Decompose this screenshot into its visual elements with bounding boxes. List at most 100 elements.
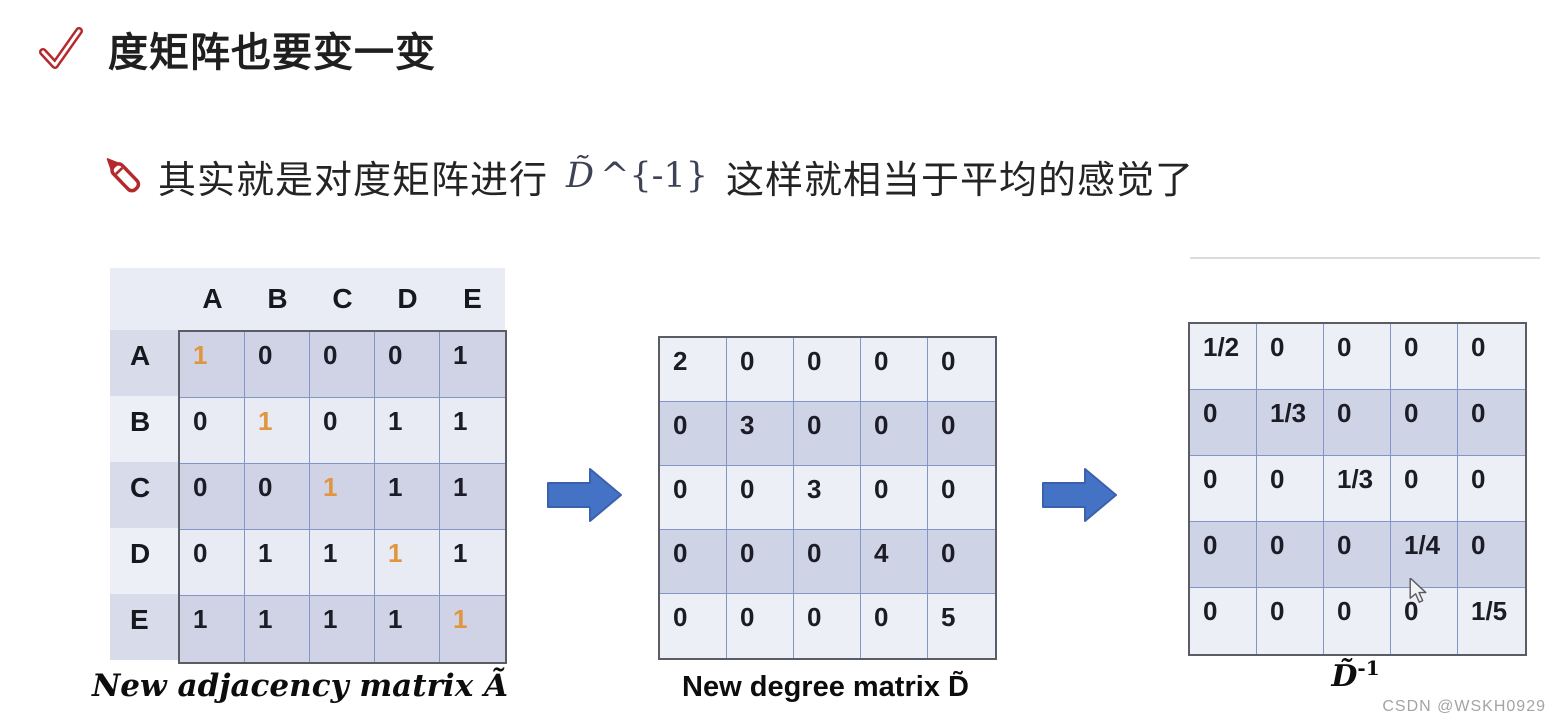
row-header: A xyxy=(110,330,178,396)
matrix-cell: 1 xyxy=(440,530,505,596)
matrix-cell: 1 xyxy=(310,596,375,662)
matrix-cell: 1/2 xyxy=(1190,324,1257,390)
inverse-caption-base: D̃ xyxy=(1331,659,1358,694)
matrix-cell: 1 xyxy=(180,596,245,662)
matrix-cell: 0 xyxy=(1391,456,1458,522)
matrix-cell: 1 xyxy=(245,596,310,662)
matrix-cell: 1 xyxy=(310,530,375,596)
matrix-cell: 0 xyxy=(660,402,727,466)
matrix-cell: 0 xyxy=(794,402,861,466)
matrix-cell: 0 xyxy=(1190,588,1257,654)
matrix-cell: 1 xyxy=(440,464,505,530)
matrix-cell: 5 xyxy=(928,594,995,658)
matrix-cell: 0 xyxy=(928,402,995,466)
matrix-cell: 0 xyxy=(1391,324,1458,390)
column-header: D xyxy=(397,283,418,314)
inverse-degree-caption: D̃-1 xyxy=(1188,656,1523,694)
formula-d-tilde: D̃ xyxy=(566,156,595,196)
matrix-cell: 0 xyxy=(375,332,440,398)
matrix-cell: 1 xyxy=(440,398,505,464)
matrix-cell: 1 xyxy=(310,464,375,530)
matrix-cell: 0 xyxy=(727,338,794,402)
matrix-cell: 1/5 xyxy=(1458,588,1525,654)
matrix-cell: 0 xyxy=(1458,522,1525,588)
adjacency-caption: New adjacency matrix Ã xyxy=(91,668,509,704)
matrix-cell: 4 xyxy=(861,530,928,594)
matrix-cell: 0 xyxy=(660,530,727,594)
checkmark-icon xyxy=(39,27,83,69)
matrix-cell: 0 xyxy=(1324,390,1391,456)
matrix-cell: 0 xyxy=(794,530,861,594)
matrix-cell: 1/3 xyxy=(1324,456,1391,522)
matrix-cell: 0 xyxy=(310,398,375,464)
matrix-cell: 1 xyxy=(375,530,440,596)
row-header: E xyxy=(110,594,178,660)
matrix-cell: 0 xyxy=(861,402,928,466)
matrix-cell: 0 xyxy=(660,466,727,530)
matrix-cell: 3 xyxy=(727,402,794,466)
matrix-cell: 0 xyxy=(861,466,928,530)
matrix-cell: 1 xyxy=(180,332,245,398)
matrix-cell: 1 xyxy=(375,596,440,662)
mouse-cursor-icon xyxy=(1409,578,1427,603)
matrix-cell: 0 xyxy=(1324,522,1391,588)
adjacency-column-headers: A B C D E xyxy=(110,268,505,330)
matrix-cell: 0 xyxy=(727,466,794,530)
page-title: 度矩阵也要变一变 xyxy=(108,31,436,75)
matrix-cell: 0 xyxy=(660,594,727,658)
matrix-cell: 1 xyxy=(375,464,440,530)
matrix-cell: 0 xyxy=(310,332,375,398)
matrix-cell: 1 xyxy=(440,596,505,662)
matrix-cell: 0 xyxy=(245,464,310,530)
matrix-cell: 0 xyxy=(794,338,861,402)
matrix-cell: 1/4 xyxy=(1391,522,1458,588)
matrix-cell: 2 xyxy=(660,338,727,402)
matrix-cell: 0 xyxy=(1391,588,1458,654)
matrix-cell: 0 xyxy=(1324,324,1391,390)
column-header: C xyxy=(332,283,353,314)
matrix-cell: 0 xyxy=(1324,588,1391,654)
inverse-caption-exponent: -1 xyxy=(1357,656,1380,680)
matrix-cell: 0 xyxy=(180,530,245,596)
corner-cell xyxy=(110,268,180,330)
matrix-cell: 0 xyxy=(1458,390,1525,456)
subtitle-prefix: 其实就是对度矩阵进行 xyxy=(158,159,549,202)
matrix-cell: 0 xyxy=(1257,588,1324,654)
row-header: D xyxy=(110,528,178,594)
matrix-cell: 0 xyxy=(861,594,928,658)
subtitle-suffix: 这样就相当于平均的感觉了 xyxy=(726,159,1195,202)
matrix-cell: 1 xyxy=(375,398,440,464)
column-header: A xyxy=(202,283,223,314)
matrix-cell: 0 xyxy=(1458,324,1525,390)
matrix-cell: 1 xyxy=(440,332,505,398)
matrix-cell: 3 xyxy=(794,466,861,530)
matrix-cell: 0 xyxy=(928,530,995,594)
watermark: CSDN @WSKH0929 xyxy=(1382,698,1546,715)
row-header: B xyxy=(110,396,178,462)
matrix-cell: 0 xyxy=(1257,456,1324,522)
matrix-cell: 0 xyxy=(727,530,794,594)
matrix-cell: 1/3 xyxy=(1257,390,1324,456)
matrix-cell: 0 xyxy=(1190,390,1257,456)
matrix-cell: 0 xyxy=(727,594,794,658)
column-header: E xyxy=(463,283,482,314)
matrix-cell: 0 xyxy=(1190,522,1257,588)
transform-arrow-2 xyxy=(1042,468,1117,522)
transform-arrow-1 xyxy=(547,468,622,522)
subtitle-row: 其实就是对度矩阵进行 D̃ ^{-1} 这样就相当于平均的感觉了 xyxy=(96,146,1194,206)
matrix-cell: 0 xyxy=(180,398,245,464)
title-row: 度矩阵也要变一变 xyxy=(36,20,436,78)
matrix-cell: 0 xyxy=(928,338,995,402)
matrix-cell: 0 xyxy=(1190,456,1257,522)
matrix-cell: 0 xyxy=(1458,456,1525,522)
column-header: B xyxy=(267,283,288,314)
formula-exponent: ^{-1} xyxy=(600,156,709,196)
matrix-cell: 0 xyxy=(928,466,995,530)
matrix-cell: 0 xyxy=(245,332,310,398)
matrix-cell: 0 xyxy=(1257,324,1324,390)
